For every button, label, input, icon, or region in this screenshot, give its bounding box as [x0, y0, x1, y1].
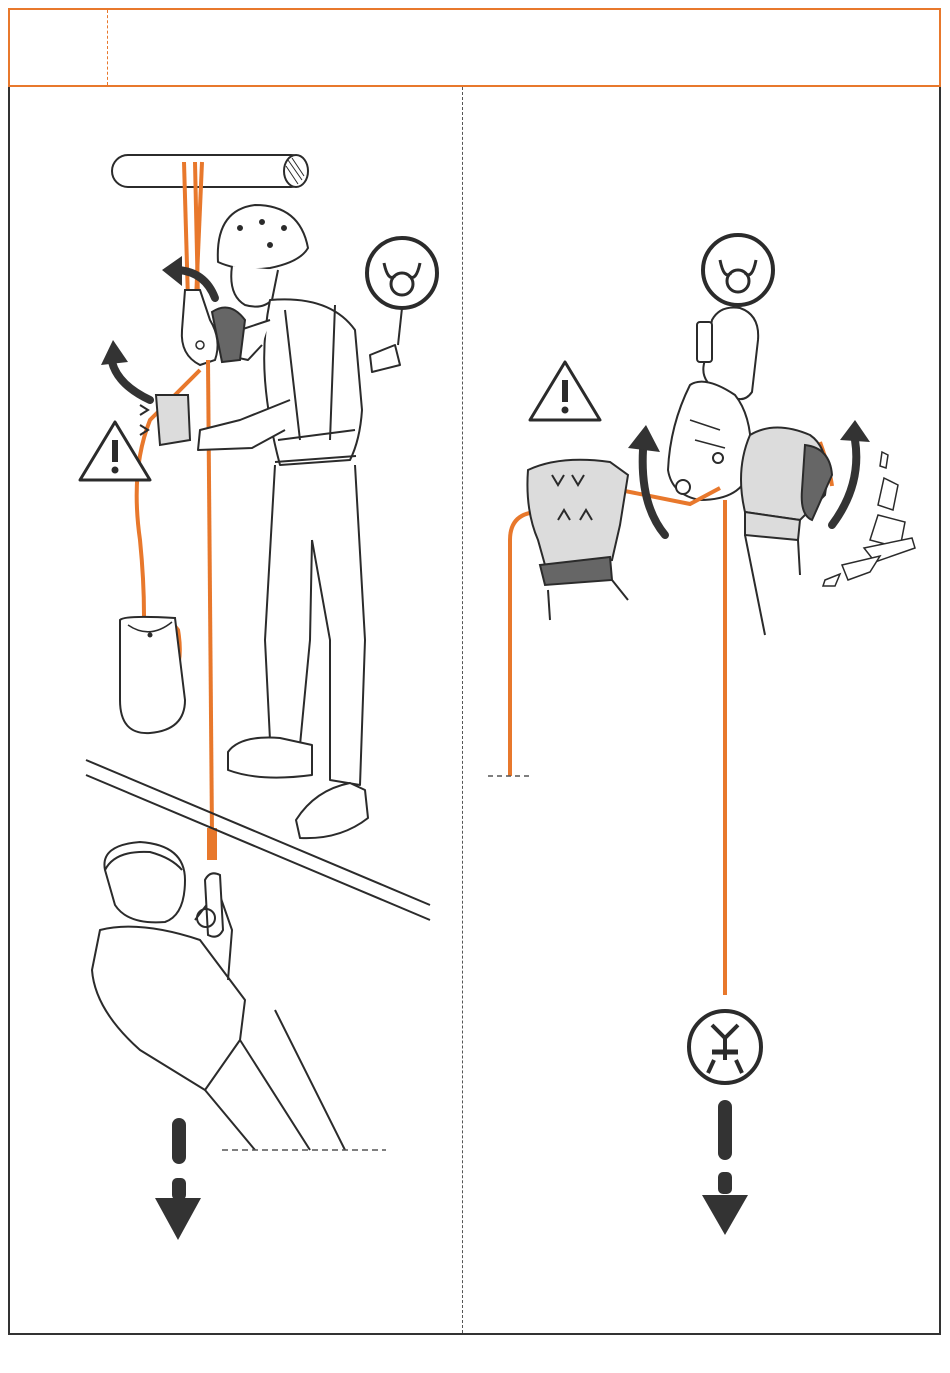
- up-arrow-head-2: [101, 340, 128, 365]
- down-arrow-icon: [702, 1100, 748, 1235]
- anchor-ring-icon: [703, 235, 773, 305]
- motion-marks: [140, 405, 148, 435]
- rope-bag: [120, 617, 185, 733]
- left-panel: [80, 155, 437, 1240]
- right-panel: [488, 235, 915, 1235]
- rescuer-left-glove: [156, 395, 190, 445]
- harness-icon: [689, 1011, 761, 1083]
- rotate-arrow-head-right: [840, 420, 870, 442]
- anchor-ring-icon: [367, 238, 437, 345]
- rescuer-person: [198, 205, 400, 838]
- left-descender-device: [182, 290, 218, 365]
- down-arrow-icon: [155, 1118, 201, 1240]
- anchor-bar: [112, 155, 308, 187]
- rotate-arrow-head-left: [628, 425, 660, 452]
- right-glove-hand: [741, 428, 832, 636]
- rope-sewn-end: [207, 828, 217, 860]
- warning-icon: [530, 362, 600, 420]
- descender-device: [668, 382, 751, 500]
- victim-carabiner: [197, 873, 223, 936]
- left-glove-hand: [527, 460, 628, 620]
- up-arrow-head-1: [162, 256, 182, 286]
